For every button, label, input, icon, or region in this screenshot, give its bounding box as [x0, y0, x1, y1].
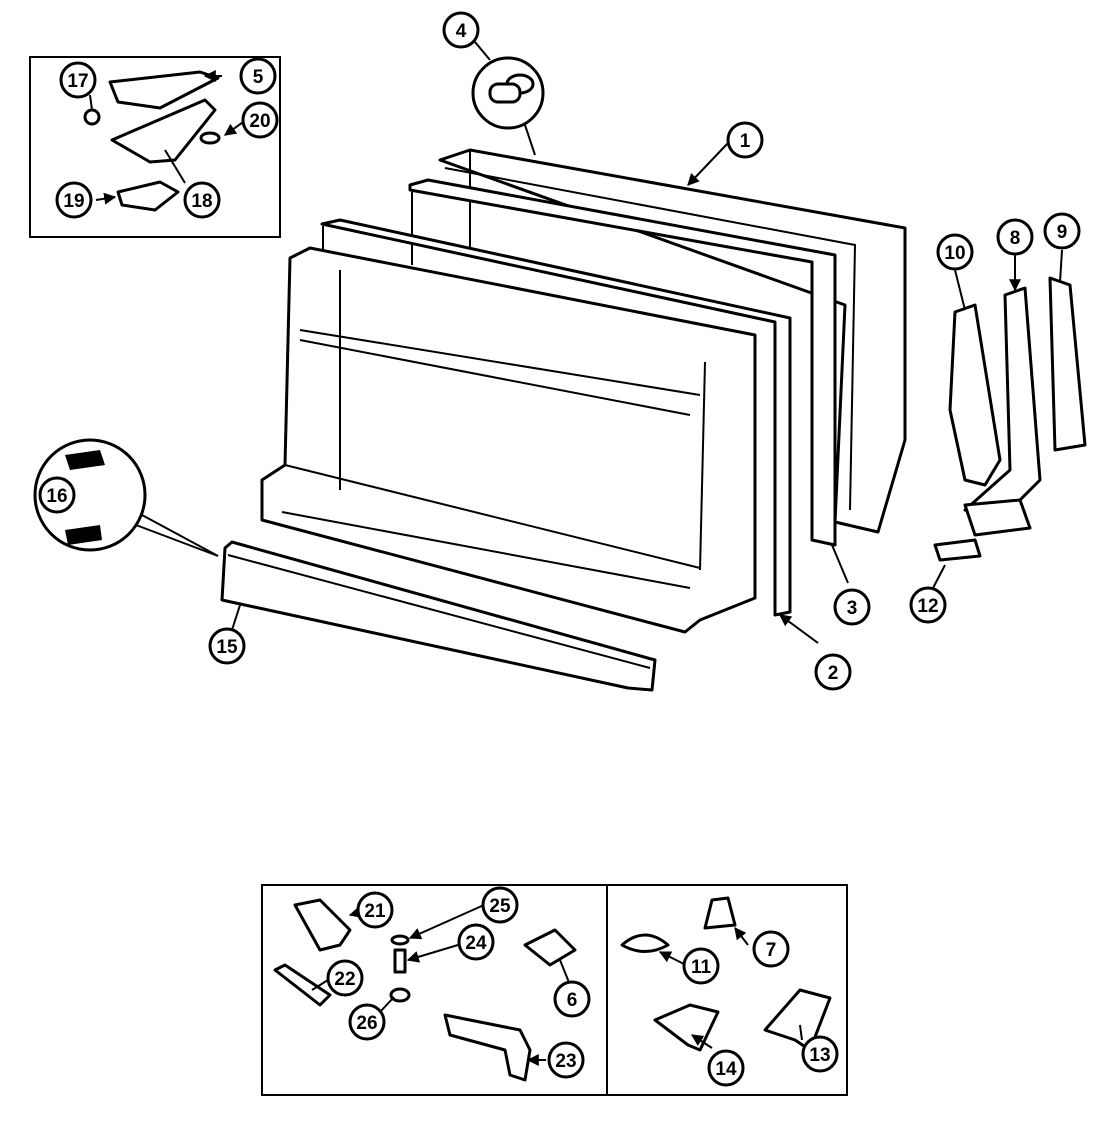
- callout-20: 20: [241, 101, 279, 139]
- svg-text:9: 9: [1057, 222, 1068, 243]
- hardware-inset-right: [606, 884, 848, 1096]
- fastener-clip-part: [703, 896, 737, 930]
- callout-11: 11: [682, 947, 720, 985]
- svg-text:18: 18: [191, 191, 212, 212]
- hinge-plate-part: [110, 98, 217, 164]
- callout-22: 22: [326, 959, 364, 997]
- shim-part: [116, 180, 180, 212]
- svg-text:14: 14: [715, 1059, 737, 1080]
- hinge-assembly-part: [443, 1013, 532, 1082]
- door-bottom-trim: [220, 540, 657, 692]
- door-stop-part: [523, 928, 577, 967]
- svg-text:4: 4: [456, 21, 467, 42]
- callout-24: 24: [457, 923, 495, 961]
- hinge-bracket-part: [293, 898, 352, 952]
- handle-mount-plate: [963, 498, 1032, 537]
- washer-bottom-part: [389, 987, 411, 1003]
- hinge-pin-part: [393, 948, 407, 974]
- svg-text:8: 8: [1010, 228, 1021, 249]
- hinge-parts-inset: [29, 56, 281, 238]
- handle-shim-part: [933, 538, 982, 562]
- hardware-inset-left: [261, 884, 608, 1096]
- svg-text:26: 26: [356, 1013, 377, 1034]
- callout-26: 26: [348, 1003, 386, 1041]
- callout-12: 12: [909, 586, 947, 624]
- callout-3: 3: [833, 588, 871, 626]
- handle-strap-part: [948, 303, 1002, 487]
- plug-button-part: [620, 933, 670, 953]
- svg-text:13: 13: [809, 1045, 830, 1066]
- handle-end-cap-detail: [471, 56, 545, 156]
- svg-text:2: 2: [828, 663, 839, 684]
- callout-17: 17: [59, 61, 97, 99]
- screw-head-part: [83, 108, 101, 126]
- washer-part: [199, 131, 221, 145]
- callout-15: 15: [208, 627, 246, 665]
- hinge-pin-strip-part: [273, 963, 332, 1007]
- callout-2: 2: [814, 653, 852, 691]
- door-liner-frame: [320, 218, 792, 617]
- svg-text:12: 12: [917, 596, 938, 617]
- trim-end-detail: [33, 438, 219, 557]
- svg-text:11: 11: [691, 957, 712, 978]
- callout-4: 4: [442, 11, 480, 49]
- door-gasket: [408, 178, 837, 547]
- svg-text:16: 16: [46, 486, 67, 507]
- svg-text:21: 21: [364, 901, 386, 922]
- callout-19: 19: [55, 181, 93, 219]
- handle-part: [1048, 276, 1087, 452]
- callout-6: 6: [553, 980, 591, 1018]
- callout-18: 18: [183, 181, 221, 219]
- callout-9: 9: [1043, 212, 1081, 250]
- callout-14: 14: [707, 1049, 745, 1087]
- callout-5: 5: [239, 57, 277, 95]
- svg-text:22: 22: [334, 969, 355, 990]
- svg-text:3: 3: [847, 598, 858, 619]
- shelf-support-left-part: [653, 1003, 720, 1052]
- svg-text:7: 7: [766, 940, 777, 961]
- callout-1: 1: [726, 121, 764, 159]
- svg-text:5: 5: [253, 67, 264, 88]
- callout-16: 16: [38, 476, 76, 514]
- washer-top-part: [390, 934, 410, 946]
- svg-text:25: 25: [489, 896, 511, 917]
- svg-text:1: 1: [740, 131, 751, 152]
- callout-23: 23: [547, 1041, 585, 1079]
- callout-8: 8: [996, 218, 1034, 256]
- svg-text:20: 20: [249, 111, 270, 132]
- svg-text:24: 24: [465, 933, 487, 954]
- svg-text:15: 15: [216, 637, 238, 658]
- callout-7: 7: [752, 930, 790, 968]
- shelf-support-right-part: [763, 988, 832, 1052]
- callout-25: 25: [481, 886, 519, 924]
- callout-21: 21: [356, 891, 394, 929]
- svg-text:10: 10: [944, 243, 965, 264]
- svg-text:23: 23: [555, 1051, 576, 1072]
- callout-13: 13: [801, 1035, 839, 1073]
- svg-text:6: 6: [567, 990, 578, 1011]
- hinge-cover-part: [108, 70, 220, 110]
- svg-text:19: 19: [63, 191, 84, 212]
- inner-door-liner: [260, 246, 757, 634]
- callout-10: 10: [936, 233, 974, 271]
- svg-text:17: 17: [67, 71, 88, 92]
